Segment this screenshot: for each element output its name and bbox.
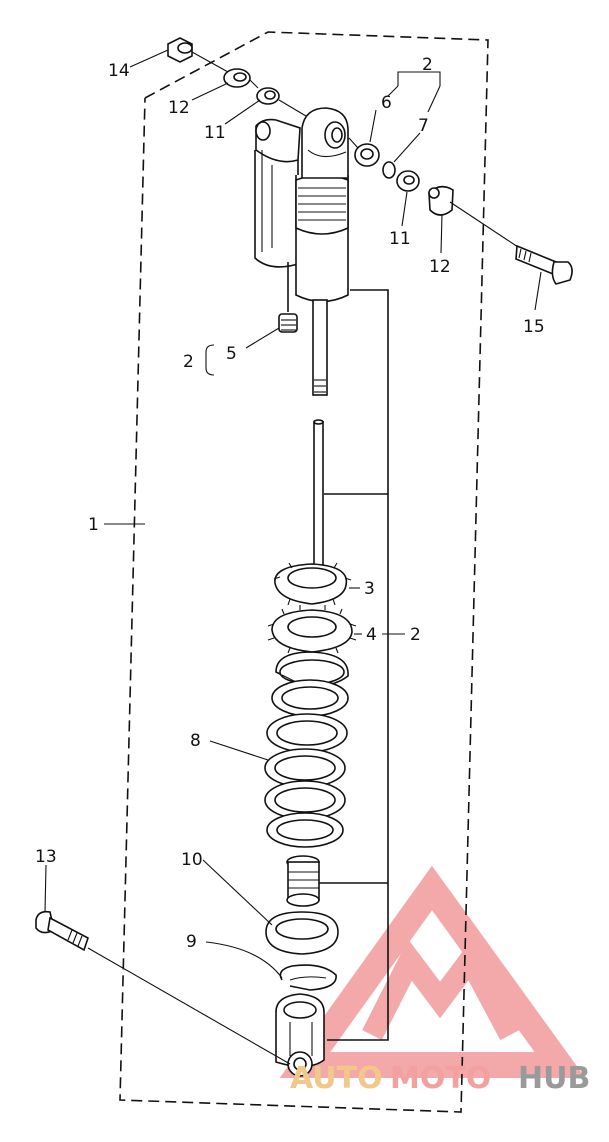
watermark-logo: [279, 865, 586, 1078]
callout-13: 13: [35, 847, 57, 867]
watermark-text-moto: MOTO: [390, 1061, 491, 1096]
callout-labels: 14 12 11 2 6 7 11 12 15 2 5 1 3 4 2 8 10…: [35, 55, 545, 952]
callout-4: 4: [366, 625, 377, 645]
valve-5: [278, 313, 298, 333]
watermark-text-auto: AUTO: [290, 1061, 383, 1096]
callout-3: 3: [364, 579, 375, 599]
bolt-15: [515, 244, 573, 285]
watermark-text: AUTO MOTO HUB: [290, 1061, 590, 1096]
bracket-right: [327, 289, 389, 1041]
callout-12-right: 12: [429, 257, 451, 277]
clip-9: [279, 964, 337, 991]
watermark-triangle-icon: [279, 865, 586, 1078]
bolt-nut-14: [167, 37, 193, 63]
callout-6: 6: [381, 93, 392, 113]
locknut-4: [267, 605, 357, 654]
collar-11-right: [396, 170, 420, 192]
callout-1: 1: [88, 515, 99, 535]
spring-seat-3: [273, 562, 352, 606]
callout-14: 14: [108, 61, 130, 81]
callout-5: 5: [226, 344, 237, 364]
watermark-text-hub: HUB: [518, 1061, 590, 1096]
washer-12-left: [223, 68, 251, 88]
callout-12-left: 12: [168, 98, 190, 118]
callout-11-right: 11: [389, 229, 411, 249]
coil-spring-8: [264, 651, 349, 848]
callout-15: 15: [523, 317, 545, 337]
callout-7: 7: [418, 116, 429, 136]
damper-body: [295, 107, 349, 303]
callout-10: 10: [181, 850, 203, 870]
collar-11-left: [256, 87, 280, 105]
callout-9: 9: [186, 932, 197, 952]
leader-lines: [44, 49, 542, 979]
callout-11-left: 11: [204, 123, 226, 143]
oring-7: [382, 161, 396, 179]
callout-2-left: 2: [183, 352, 194, 372]
bolt-13: [35, 910, 89, 952]
callout-8: 8: [190, 731, 201, 751]
collar-6: [354, 143, 380, 167]
assembly-outline: [119, 31, 489, 1113]
bump-rubber: [286, 855, 320, 907]
reservoir-cylinder: [254, 118, 301, 312]
washer-12-right: [428, 185, 454, 216]
lower-clevis: [275, 993, 325, 1077]
spring-guide-10: [265, 911, 339, 955]
piston-rod: [312, 299, 328, 578]
callout-2-right: 2: [410, 625, 421, 645]
callout-2-top: 2: [422, 55, 433, 75]
